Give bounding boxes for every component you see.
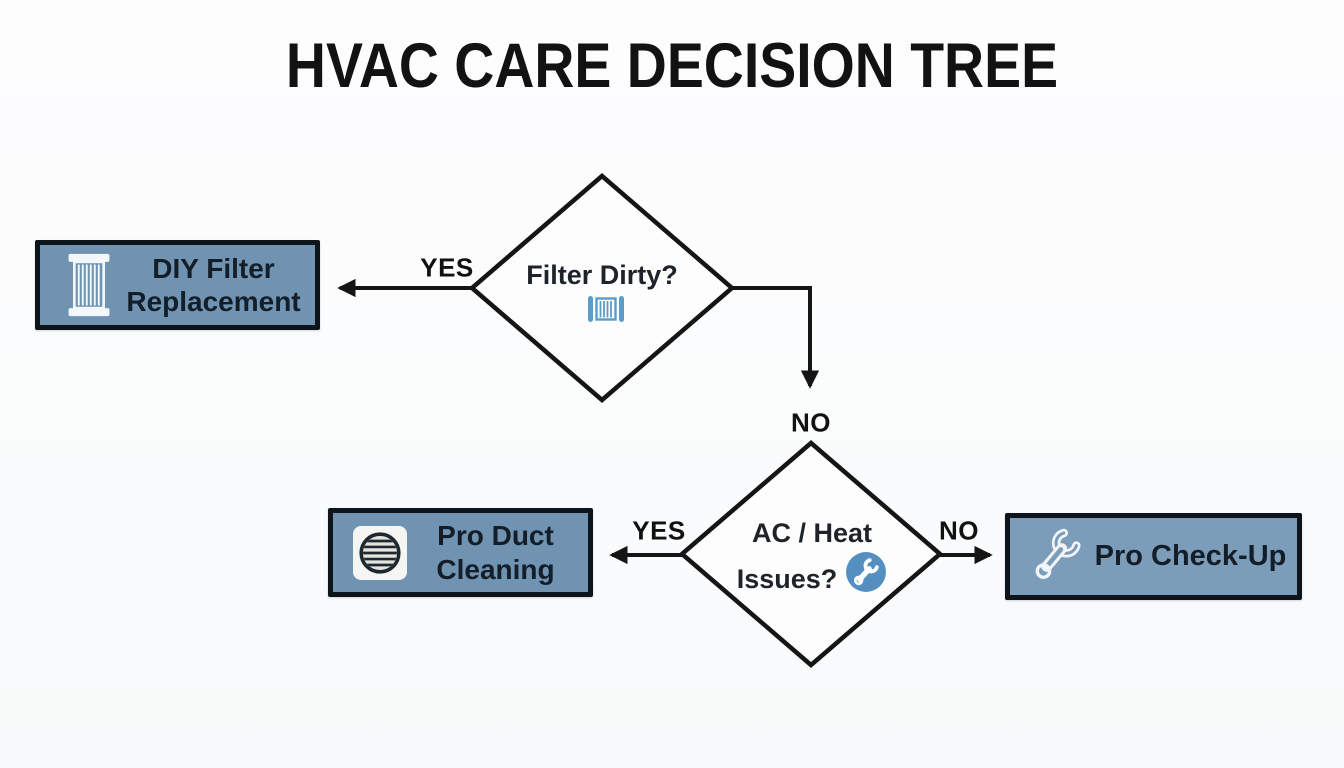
edge-label-filter-no: NO: [791, 407, 831, 438]
edge-label-filter-yes: YES: [420, 252, 474, 283]
filter-cartridge-icon: [62, 253, 116, 317]
decision-filter-label: Filter Dirty?: [512, 258, 692, 334]
edge-label-issues-no: NO: [939, 515, 979, 546]
decision-filter-question: Filter Dirty?: [526, 260, 678, 290]
decision-issues-label: AC / Heat Issues?: [702, 516, 922, 602]
outcome-diy-label: DIY Filter Replacement: [126, 252, 301, 317]
decision-node-ac-heat-issues: [678, 440, 944, 668]
wrench-icon: [1028, 526, 1088, 588]
decision-issues-question: AC / Heat Issues?: [736, 518, 873, 594]
vent-grille-icon: [353, 525, 407, 580]
outcome-checkup-label: Pro Check-Up: [1094, 540, 1287, 573]
wrench-circle-icon: [845, 551, 887, 602]
air-filter-icon: [587, 293, 625, 334]
outcome-duct-label: Pro Duct Cleaning: [436, 520, 555, 585]
outcome-box-pro-check-up: Pro Check-Up: [1005, 513, 1302, 600]
decision-node-filter-dirty: [468, 173, 736, 403]
edge-label-issues-yes: YES: [632, 515, 686, 546]
outcome-box-diy-filter-replacement: DIY Filter Replacement: [35, 240, 320, 330]
page-title: HVAC CARE DECISION TREE: [285, 31, 1059, 101]
outcome-box-pro-duct-cleaning: Pro Duct Cleaning: [328, 508, 593, 597]
edge-filter-no-arrow: [732, 286, 820, 389]
